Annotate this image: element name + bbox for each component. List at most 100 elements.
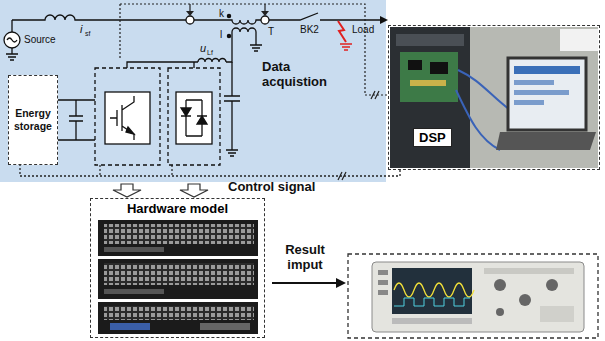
- current-symbol: i: [80, 23, 82, 36]
- opal-rt-racks: [98, 220, 258, 334]
- main-line: [4, 13, 388, 60]
- terminal-label: l: [220, 29, 222, 41]
- compensator-circuit: [126, 127, 134, 134]
- dsp-photo: [514, 66, 580, 74]
- measurement-lines: [100, 4, 388, 180]
- oscilloscope: [519, 294, 531, 306]
- opal-rt-racks: [104, 289, 164, 294]
- dsp-photo: [514, 100, 544, 105]
- result-arrow: [336, 278, 346, 288]
- model-arrows: [113, 184, 141, 197]
- oscilloscope: [372, 262, 584, 332]
- oscilloscope: [348, 254, 598, 338]
- circuit-panel: [0, 0, 386, 182]
- dsp-photo: [456, 90, 500, 150]
- compensator-circuit: [69, 100, 83, 140]
- breaker-label: BK2: [300, 24, 319, 36]
- dsp-photo: [496, 132, 596, 150]
- dsp-photo: [514, 90, 569, 95]
- measurement-lines: [261, 11, 269, 16]
- storage-box: Energy storage: [8, 75, 58, 165]
- source-label: Source: [24, 34, 56, 46]
- measurement-lines: [119, 4, 120, 58]
- opal-rt-racks: [98, 220, 258, 256]
- hardware-model-frame: Hardware model: [90, 198, 265, 338]
- voltage-symbol: u: [200, 42, 206, 55]
- compensator-circuit: [168, 68, 220, 165]
- opal-rt-racks: [200, 323, 250, 330]
- opal-rt-racks: [104, 247, 164, 252]
- model-arrows: [113, 184, 208, 197]
- signal-label: Data acquistion: [262, 60, 357, 90]
- dsp-photo: [408, 60, 422, 70]
- main-line: [227, 14, 230, 17]
- opal-rt-racks: [104, 263, 254, 285]
- control-signal-line: [20, 165, 400, 176]
- oscilloscope: [378, 280, 388, 285]
- compensator-circuit: [181, 100, 207, 136]
- dsp-photo: [390, 27, 470, 168]
- result-arrow: [272, 278, 346, 288]
- oscilloscope: [496, 308, 504, 316]
- oscilloscope: [392, 318, 472, 324]
- oscilloscope: [378, 290, 388, 295]
- main-line: [380, 16, 388, 24]
- compensator-circuit: [226, 32, 232, 62]
- opal-rt-racks: [98, 302, 258, 334]
- oscilloscope: [348, 254, 598, 338]
- node-heading: Hardware model: [91, 199, 264, 216]
- oscilloscope: [484, 268, 574, 274]
- load-label: Load: [352, 24, 374, 36]
- dsp-photo: [390, 27, 598, 168]
- fault-symbol: [338, 21, 346, 42]
- opal-rt-racks: [104, 224, 254, 244]
- fault-symbol: [340, 44, 352, 50]
- dsp-photo-frame: DSP: [388, 25, 600, 170]
- opal-rt-racks: [98, 259, 258, 299]
- oscilloscope: [540, 306, 574, 322]
- oscilloscope: [394, 283, 474, 297]
- dsp-photo: [560, 29, 598, 51]
- main-line: [261, 16, 269, 24]
- main-line: [232, 28, 262, 51]
- opal-rt-racks: [104, 306, 254, 320]
- compensator-circuit: [105, 92, 150, 144]
- dsp-photo: [400, 52, 458, 102]
- compensator-circuit: [127, 62, 198, 68]
- measurement-lines: [190, 4, 265, 12]
- dsp-photo: [396, 34, 464, 46]
- main-line: [12, 15, 186, 20]
- compensator-circuit: [198, 59, 226, 62]
- main-line: [4, 32, 20, 48]
- dsp-photo: [514, 80, 554, 85]
- node-heading: DSP: [413, 128, 452, 147]
- circuit-panel: [0, 0, 386, 182]
- measurement-lines: [371, 91, 379, 99]
- dsp-photo: [508, 58, 586, 130]
- terminal-label: k: [219, 8, 224, 20]
- compensator-circuit: [58, 100, 95, 140]
- node-heading: Energy storage: [12, 107, 54, 132]
- main-line: [11, 20, 12, 32]
- dsp-photo: [430, 62, 448, 74]
- main-line: [186, 16, 194, 24]
- result-arrow: [272, 282, 338, 284]
- compensator-circuit: [176, 92, 212, 144]
- measurement-lines: [186, 11, 194, 16]
- dsp-photo: [410, 80, 446, 86]
- fault-symbol: [338, 21, 352, 50]
- compensator-circuit: [58, 32, 240, 165]
- voltage-subscript: Lf: [207, 49, 213, 57]
- signal-label: Result imput: [272, 243, 338, 273]
- main-line: [6, 48, 18, 60]
- current-subscript: sf: [85, 30, 90, 38]
- oscilloscope: [494, 279, 506, 291]
- main-line: [7, 38, 17, 42]
- measurement-lines: [100, 165, 172, 176]
- main-line: [227, 34, 230, 37]
- oscilloscope: [378, 270, 388, 275]
- dsp-photo: [390, 27, 598, 168]
- main-line: [194, 20, 261, 24]
- compensator-circuit: [95, 68, 160, 165]
